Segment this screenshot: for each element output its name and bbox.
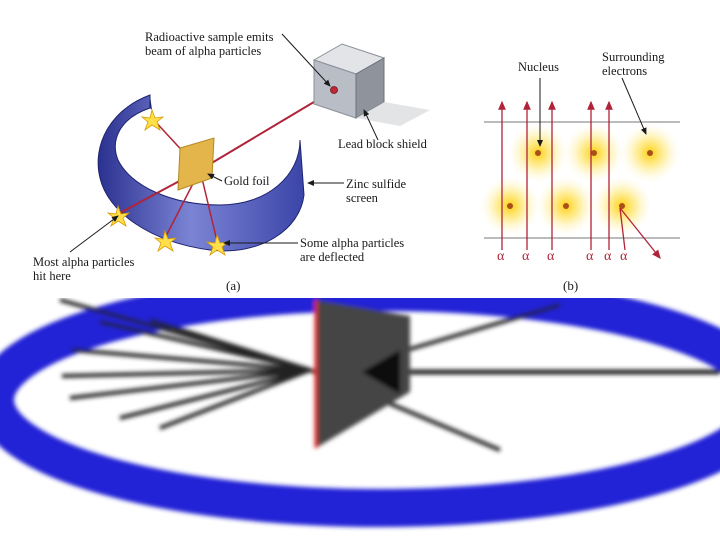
alpha-symbol: α — [547, 249, 555, 264]
label-some-deflected: Some alpha particles are deflected — [300, 236, 405, 264]
label-lead-block-shield: Lead block shield — [338, 137, 427, 151]
label-most-alpha-hit: Most alpha particles hit here — [33, 255, 135, 283]
lead-block-shield — [312, 43, 430, 126]
label-surrounding-electrons: Surrounding electrons — [602, 50, 665, 78]
gold-foil — [177, 137, 215, 191]
panel-label-a: (a) — [226, 278, 241, 293]
alpha-symbol: α — [620, 249, 628, 264]
label-zinc-sulfide-screen: Zinc sulfide screen — [346, 177, 407, 205]
deflected-path-3 — [199, 169, 218, 242]
blurred-foreground — [0, 273, 720, 527]
panel-label-b: (b) — [563, 278, 579, 293]
zinc-sulfide-screen — [97, 94, 305, 252]
alpha-symbol: α — [586, 249, 594, 264]
label-nucleus: Nucleus — [518, 60, 559, 74]
alpha-beam — [199, 89, 335, 171]
atomic-view — [480, 77, 680, 260]
label-radioactive-source: Radioactive sample emits beam of alpha p… — [145, 30, 274, 58]
figure-drawing — [69, 33, 680, 260]
alpha-symbol: α — [604, 249, 612, 264]
alpha-symbol: α — [497, 249, 505, 264]
figure-panel: Radioactive sample emits beam of alpha p… — [33, 30, 680, 293]
label-gold-foil: Gold foil — [224, 174, 270, 188]
alpha-symbol: α — [522, 249, 530, 264]
